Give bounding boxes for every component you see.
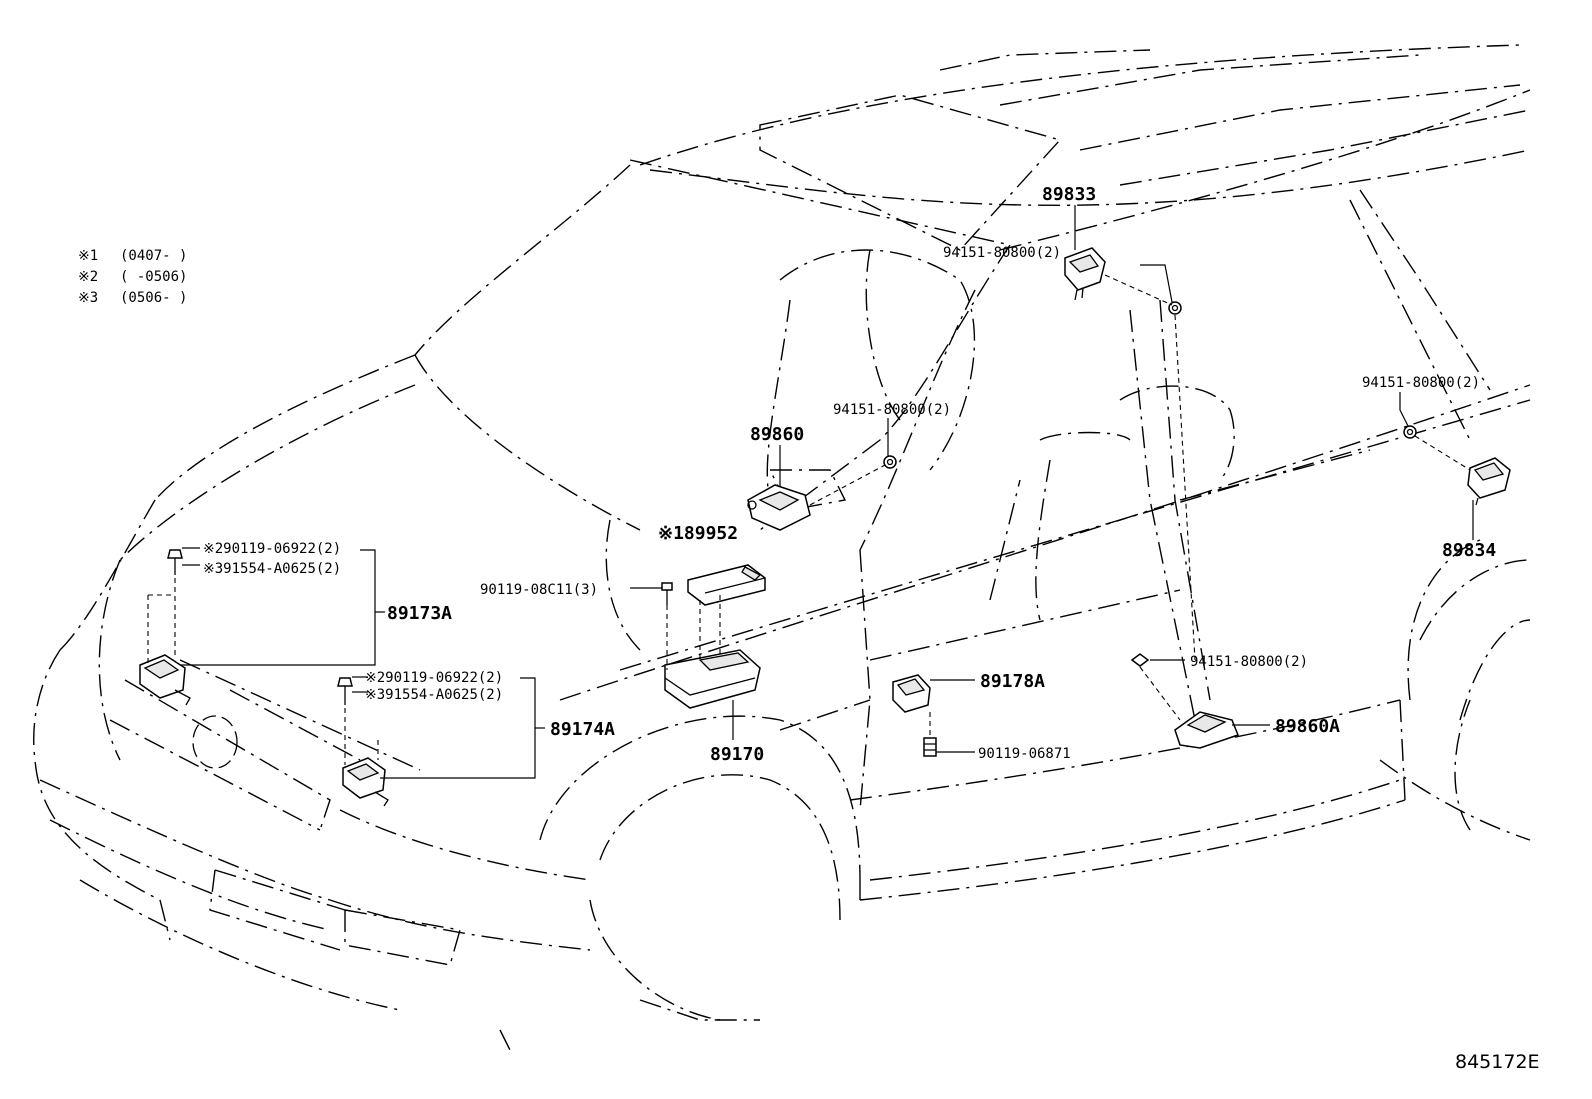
bolt-89173a xyxy=(167,549,183,575)
part-89833-sensor xyxy=(1064,247,1106,301)
label-89860: 89860 xyxy=(750,424,804,445)
label-89860a: 89860A xyxy=(1275,716,1340,737)
legend-range-2: ( -0506) xyxy=(120,269,187,285)
bolt-89174a xyxy=(337,677,353,705)
bolt-90119-06871 xyxy=(923,737,937,757)
legend: ※1 (0407- ) ※2 ( -0506) ※3 (0506- ) xyxy=(78,248,187,306)
part-89174a-front-sensor xyxy=(342,757,389,807)
label-89952: ※189952 xyxy=(658,523,738,544)
part-89834-sensor xyxy=(1467,457,1511,506)
label-94151-lower: 94151-80800(2) xyxy=(1190,654,1308,670)
label-89834: 89834 xyxy=(1442,540,1496,561)
bolt-90119-08c11 xyxy=(661,582,673,605)
leader-lines xyxy=(147,205,1474,779)
legend-mark-1: ※1 xyxy=(78,248,98,264)
diagram-code: 845172E xyxy=(1455,1051,1540,1073)
part-89952-module xyxy=(687,564,766,606)
part-89860-sensor xyxy=(747,484,811,531)
legend-mark-3: ※3 xyxy=(78,290,98,306)
label-90119-06871: 90119-06871 xyxy=(978,746,1071,762)
label-89173a: 89173A xyxy=(387,603,452,624)
vehicle-outline xyxy=(33,44,1531,1051)
label-91554-a: ※391554-A0625(2) xyxy=(203,561,341,577)
label-89170: 89170 xyxy=(710,744,764,765)
part-labels: 89833 94151-80800(2) 94151-80800(2) 9415… xyxy=(203,184,1496,765)
label-94151-rear: 94151-80800(2) xyxy=(1362,375,1480,391)
label-89833: 89833 xyxy=(1042,184,1096,205)
label-89174a: 89174A xyxy=(550,719,615,740)
label-91554-b: ※391554-A0625(2) xyxy=(365,687,503,703)
legend-range-3: (0506- ) xyxy=(120,290,187,306)
nut-94151-upper xyxy=(1168,301,1182,315)
label-94151-center: 94151-80800(2) xyxy=(833,402,951,418)
part-89173a-front-sensor xyxy=(139,654,191,706)
nut-94151-rear xyxy=(1403,425,1417,439)
legend-mark-2: ※2 xyxy=(78,269,98,285)
label-90119-06922-a: ※290119-06922(2) xyxy=(203,541,341,557)
part-89170-ecu xyxy=(664,649,761,709)
clip-94151-lower xyxy=(1130,653,1150,667)
nut-94151-center xyxy=(883,455,897,469)
part-89860a-sensor xyxy=(1174,711,1239,749)
part-89178a-sensor xyxy=(892,674,931,713)
label-89178a: 89178A xyxy=(980,671,1045,692)
label-90119-06922-b: ※290119-06922(2) xyxy=(365,670,503,686)
label-90119-08c11: 90119-08C11(3) xyxy=(480,582,598,598)
label-94151-upper: 94151-80800(2) xyxy=(943,245,1061,261)
legend-range-1: (0407- ) xyxy=(120,248,187,264)
